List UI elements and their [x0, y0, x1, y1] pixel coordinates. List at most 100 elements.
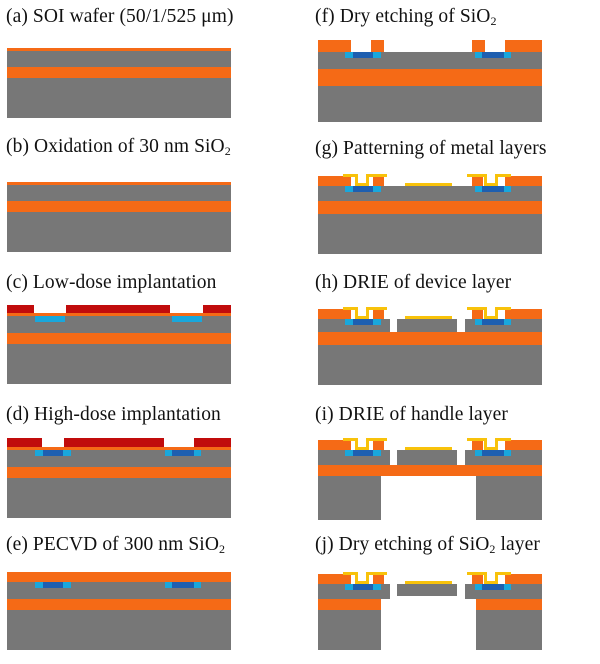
device-layer	[7, 185, 231, 201]
photoresist-middle	[66, 305, 170, 313]
handle-layer	[7, 344, 231, 384]
step-d-caption: (d) High-dose implantation	[6, 404, 221, 425]
low-dose-region-left	[35, 316, 65, 322]
oxide-block-mid-right	[472, 309, 483, 319]
photoresist-left	[7, 438, 42, 447]
metal-contact-right	[467, 438, 511, 450]
step-f: (f) Dry etching of SiO2	[315, 6, 600, 136]
buried-oxide	[7, 67, 231, 78]
step-b: (b) Oxidation of 30 nm SiO2	[6, 136, 306, 266]
step-b-caption: (b) Oxidation of 30 nm SiO2	[6, 136, 231, 158]
thin-oxide	[7, 447, 231, 450]
oxide-block-right	[505, 440, 542, 450]
photoresist-right	[194, 438, 231, 447]
oxide-block-mid-left	[373, 440, 384, 450]
thin-oxide	[7, 182, 231, 185]
metal-center-pad	[405, 316, 452, 319]
high-dose-region-left	[43, 582, 63, 588]
oxide-block-left	[318, 176, 351, 186]
step-c: (c) Low-dose implantation	[6, 272, 306, 402]
device-layer-center	[397, 450, 457, 465]
metal-center-pad	[405, 581, 452, 584]
device-layer-center	[397, 584, 457, 596]
top-oxide	[7, 48, 231, 51]
photoresist-left	[7, 305, 34, 313]
handle-layer	[7, 212, 231, 252]
step-g-cross-section	[318, 174, 542, 254]
metal-contact-right	[467, 307, 511, 319]
handle-layer	[318, 214, 542, 254]
handle-layer-left	[318, 476, 381, 520]
thin-oxide	[7, 313, 231, 316]
step-d: (d) High-dose implantation	[6, 404, 306, 534]
high-dose-region-right	[482, 52, 504, 58]
step-b-cross-section	[7, 182, 231, 252]
step-i-cross-section	[318, 438, 542, 520]
device-layer	[7, 51, 231, 67]
step-a-caption: (a) SOI wafer (50/1/525 μm)	[6, 6, 234, 27]
buried-oxide	[7, 467, 231, 478]
metal-contact-left	[343, 307, 387, 319]
buried-oxide-left	[318, 599, 381, 610]
metal-center-pad	[405, 447, 452, 450]
step-c-cross-section	[7, 305, 231, 384]
step-f-caption: (f) Dry etching of SiO2	[315, 6, 497, 28]
oxide-block-left	[318, 440, 351, 450]
metal-contact-right	[467, 174, 511, 186]
step-e-cross-section	[7, 572, 231, 650]
oxide-block-mid-left	[373, 309, 384, 319]
step-i: (i) DRIE of handle layer	[315, 404, 600, 534]
high-dose-region-right	[172, 450, 194, 456]
step-a: (a) SOI wafer (50/1/525 μm)	[6, 6, 306, 136]
handle-layer	[7, 478, 231, 518]
oxide-block-mid-right	[472, 40, 485, 52]
step-g-caption: (g) Patterning of metal layers	[315, 138, 547, 159]
buried-oxide	[318, 69, 542, 86]
oxide-block-mid-right	[472, 440, 483, 450]
high-dose-region-left	[353, 186, 373, 192]
photoresist-right	[203, 305, 231, 313]
step-g: (g) Patterning of metal layers	[315, 138, 600, 268]
handle-layer-right	[476, 476, 542, 520]
buried-oxide	[7, 599, 231, 610]
metal-contact-left	[343, 174, 387, 186]
high-dose-region-left	[353, 450, 373, 456]
step-h-cross-section	[318, 307, 542, 385]
high-dose-region-right	[482, 186, 504, 192]
step-e: (e) PECVD of 300 nm SiO2	[6, 534, 306, 664]
high-dose-region-right	[482, 319, 504, 325]
low-dose-region-right	[172, 316, 202, 322]
metal-contact-left	[343, 572, 387, 584]
buried-oxide	[318, 332, 542, 345]
buried-oxide	[318, 465, 542, 476]
handle-layer	[318, 345, 542, 385]
handle-layer	[7, 610, 231, 650]
photoresist-middle	[64, 438, 164, 447]
step-j: (j) Dry etching of SiO2 layer	[315, 534, 600, 664]
oxide-block-mid-left	[373, 574, 384, 584]
step-h-caption: (h) DRIE of device layer	[315, 272, 512, 293]
handle-layer	[7, 78, 231, 118]
oxide-block-left	[318, 40, 351, 52]
step-e-caption: (e) PECVD of 300 nm SiO2	[6, 534, 226, 556]
buried-oxide-right	[476, 599, 542, 610]
buried-oxide	[7, 201, 231, 212]
high-dose-region-left	[353, 584, 373, 590]
step-f-cross-section	[318, 40, 542, 122]
step-c-caption: (c) Low-dose implantation	[6, 272, 217, 293]
metal-contact-left	[343, 438, 387, 450]
handle-layer-right	[476, 610, 542, 650]
oxide-block-mid-right	[472, 176, 483, 186]
high-dose-region-left	[353, 319, 373, 325]
metal-contact-right	[467, 572, 511, 584]
oxide-block-left	[318, 309, 351, 319]
oxide-block-right	[505, 176, 542, 186]
oxide-block-left	[318, 574, 351, 584]
high-dose-region-right	[482, 450, 504, 456]
oxide-block-mid-right	[472, 574, 483, 584]
buried-oxide	[7, 333, 231, 344]
oxide-block-right	[505, 40, 542, 52]
pecvd-oxide	[7, 572, 231, 582]
step-j-cross-section	[318, 572, 542, 650]
oxide-block-right	[505, 309, 542, 319]
